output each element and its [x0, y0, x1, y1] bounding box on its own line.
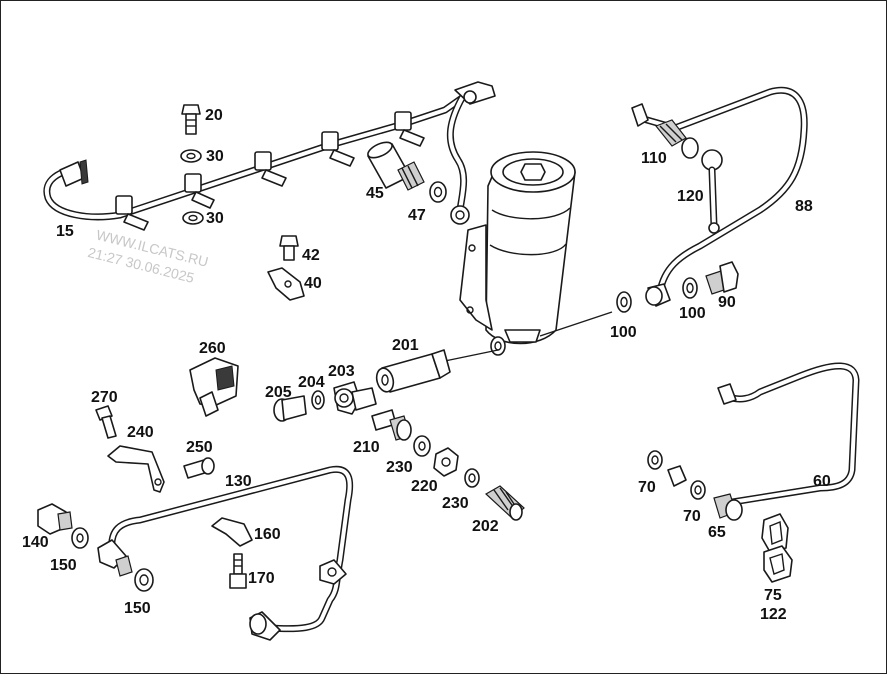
label-60: 60 — [813, 473, 831, 490]
fuel-line-60 — [716, 362, 860, 508]
clip-160 — [211, 517, 253, 547]
fuel-line-130 — [97, 465, 354, 641]
label-270: 270 — [91, 389, 118, 406]
label-220: 220 — [411, 478, 438, 495]
fitting-210 — [371, 409, 412, 441]
label-201: 201 — [392, 337, 419, 354]
label-88: 88 — [795, 198, 813, 215]
label-205: 205 — [265, 384, 292, 401]
washer-230a — [413, 435, 431, 457]
label-110: 110 — [641, 150, 667, 167]
washer-100a — [616, 291, 632, 313]
label-20: 20 — [205, 107, 223, 124]
label-45: 45 — [366, 185, 384, 202]
washer-70b — [690, 480, 706, 500]
label-230b: 230 — [442, 495, 469, 512]
bracket-240 — [107, 445, 165, 493]
bolt-250 — [183, 457, 215, 479]
label-70a: 70 — [638, 479, 656, 496]
label-100a: 100 — [610, 324, 637, 341]
label-210: 210 — [353, 439, 380, 456]
washer-70a — [647, 450, 663, 470]
fuel-line-88 — [631, 86, 808, 307]
label-90: 90 — [718, 294, 736, 311]
label-150a: 150 — [50, 557, 77, 574]
label-122: 122 — [760, 606, 787, 623]
label-70b: 70 — [683, 508, 701, 525]
banjo-203 — [333, 381, 377, 415]
part-labels: 15 20 30 30 42 40 45 47 110 120 88 90 10… — [22, 107, 831, 623]
washer-204 — [311, 390, 325, 410]
bolt-90 — [705, 261, 739, 295]
clip-40 — [267, 267, 305, 301]
washer-150a — [71, 527, 89, 549]
label-150b: 150 — [124, 600, 151, 617]
nut-220 — [433, 447, 459, 477]
label-260: 260 — [199, 340, 226, 357]
banjo-fitting — [667, 465, 687, 487]
washer-30b — [182, 211, 204, 225]
bolt-270 — [95, 405, 117, 439]
seal-47 — [429, 181, 447, 203]
label-30b: 30 — [206, 210, 224, 227]
label-230a: 230 — [386, 459, 413, 476]
bolt-42 — [279, 235, 299, 261]
label-240: 240 — [127, 424, 154, 441]
bolt-65 — [713, 493, 743, 521]
label-160: 160 — [254, 526, 281, 543]
valve-45 — [367, 141, 425, 191]
label-170: 170 — [248, 570, 275, 587]
sleeve-201 — [375, 349, 451, 393]
label-65: 65 — [708, 524, 726, 541]
bolt-205 — [273, 395, 307, 422]
label-120: 120 — [677, 188, 704, 205]
label-42: 42 — [302, 247, 320, 264]
label-250: 250 — [186, 439, 213, 456]
label-130: 130 — [225, 473, 252, 490]
stud-170 — [229, 553, 247, 589]
fitting-140 — [37, 503, 73, 535]
clamp-260 — [189, 357, 239, 417]
fuel-filter-housing — [459, 151, 576, 356]
label-202: 202 — [472, 518, 499, 535]
label-100b: 100 — [679, 305, 706, 322]
label-15: 15 — [56, 223, 74, 240]
watermark: WWW.ILCATS.RU 21:27 30.06.2025 — [86, 227, 210, 286]
sensor-110 — [655, 119, 699, 159]
label-47: 47 — [408, 207, 426, 224]
clip-75-122 — [761, 513, 793, 583]
label-75: 75 — [764, 587, 782, 604]
washer-30a — [180, 149, 202, 163]
bolt-20 — [181, 104, 201, 135]
label-140: 140 — [22, 534, 49, 551]
label-203: 203 — [328, 363, 355, 380]
washer-150b — [134, 568, 154, 592]
label-204: 204 — [298, 374, 325, 391]
cap-120 — [701, 149, 723, 234]
hose-fitting-202 — [484, 485, 525, 521]
label-40: 40 — [304, 275, 322, 292]
washer-230b — [464, 468, 480, 488]
injection-rail-assembly — [43, 81, 496, 231]
washer-100b — [682, 277, 698, 299]
label-30a: 30 — [206, 148, 224, 165]
